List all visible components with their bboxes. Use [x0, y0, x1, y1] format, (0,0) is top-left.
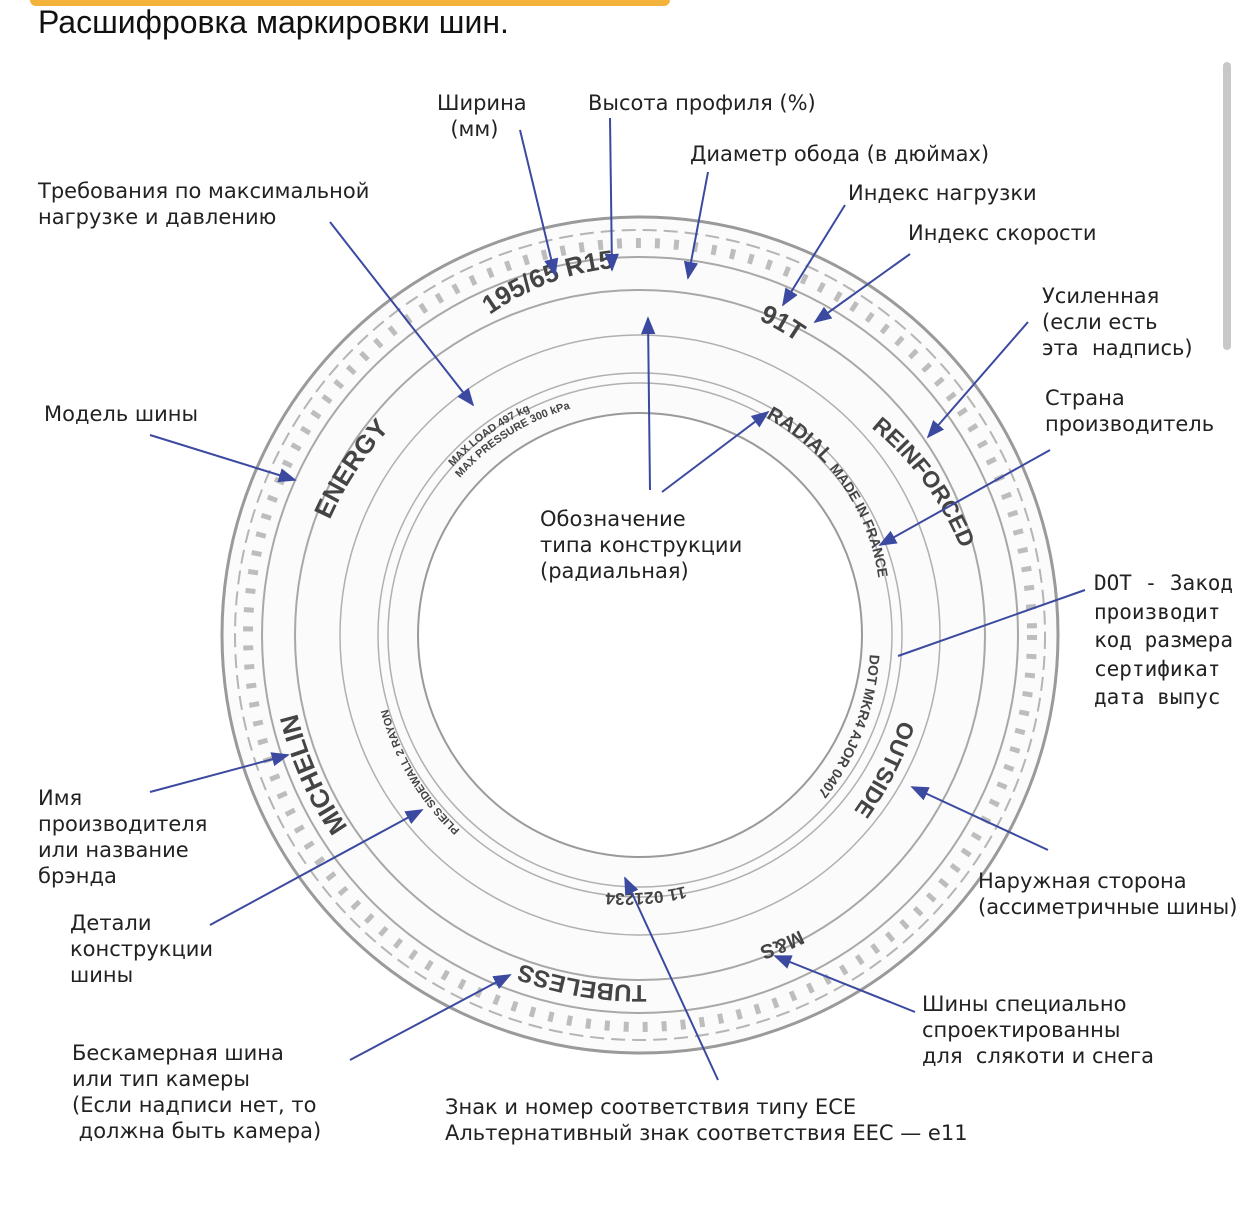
arrow-outside: [910, 786, 1049, 851]
label-construction: Обозначение типа конструкции (радиальная…: [540, 507, 743, 583]
tire: [220, 215, 1060, 1055]
label-country: Страна производитель: [1045, 386, 1215, 436]
arrow-construction-b: [661, 410, 770, 493]
label-outside: Наружная сторона (ассиметричные шины): [978, 869, 1238, 919]
arrow-rim: [683, 171, 709, 280]
label-max-load: Требования по максимальной нагрузке и да…: [38, 179, 370, 229]
arrow-reinforced: [926, 321, 1029, 439]
label-model: Модель шины: [44, 402, 199, 426]
label-dot: DOT - Закод производит код размера серти…: [1094, 571, 1234, 709]
label-speed-index: Индекс скорости: [908, 221, 1097, 245]
arrow-aspect: [604, 117, 619, 272]
label-width: Ширина (мм): [437, 91, 527, 141]
arrow-details: [209, 809, 424, 926]
label-ece: Знак и номер соответствия типу ECE Альте…: [445, 1095, 968, 1145]
arrow-tubeless: [349, 974, 512, 1061]
arrow-construction-a: [640, 316, 656, 491]
label-tubeless: Бескамерная шина или тип камеры (Если на…: [72, 1041, 322, 1143]
scrollbar[interactable]: [1223, 62, 1231, 350]
arrow-load-index: [782, 204, 846, 307]
label-details: Детали конструкции шины: [70, 911, 214, 987]
label-load-index: Индекс нагрузки: [848, 181, 1037, 205]
line-dot: [897, 589, 1086, 657]
arrow-country: [878, 449, 1051, 546]
arrow-brand: [149, 752, 290, 793]
label-rim: Диаметр обода (в дюймах): [690, 142, 990, 166]
arrow-max-load: [329, 221, 475, 407]
callout-arrows: [149, 117, 1086, 1081]
label-aspect: Высота профиля (%): [588, 91, 816, 115]
arrow-ece: [624, 876, 719, 1081]
arrow-model: [149, 434, 297, 483]
label-ms: Шины специально спроектированны для сляк…: [922, 992, 1155, 1068]
top-accent-bar: [30, 0, 670, 6]
arrow-speed-index: [813, 253, 911, 324]
arrow-width: [519, 129, 559, 277]
page-title: Расшифровка маркировки шин.: [38, 4, 509, 40]
label-reinforced: Усиленная (если есть эта надпись): [1042, 284, 1193, 360]
arrow-ms: [773, 955, 916, 1013]
label-brand: Имя производителя или название брэнда: [38, 786, 208, 888]
